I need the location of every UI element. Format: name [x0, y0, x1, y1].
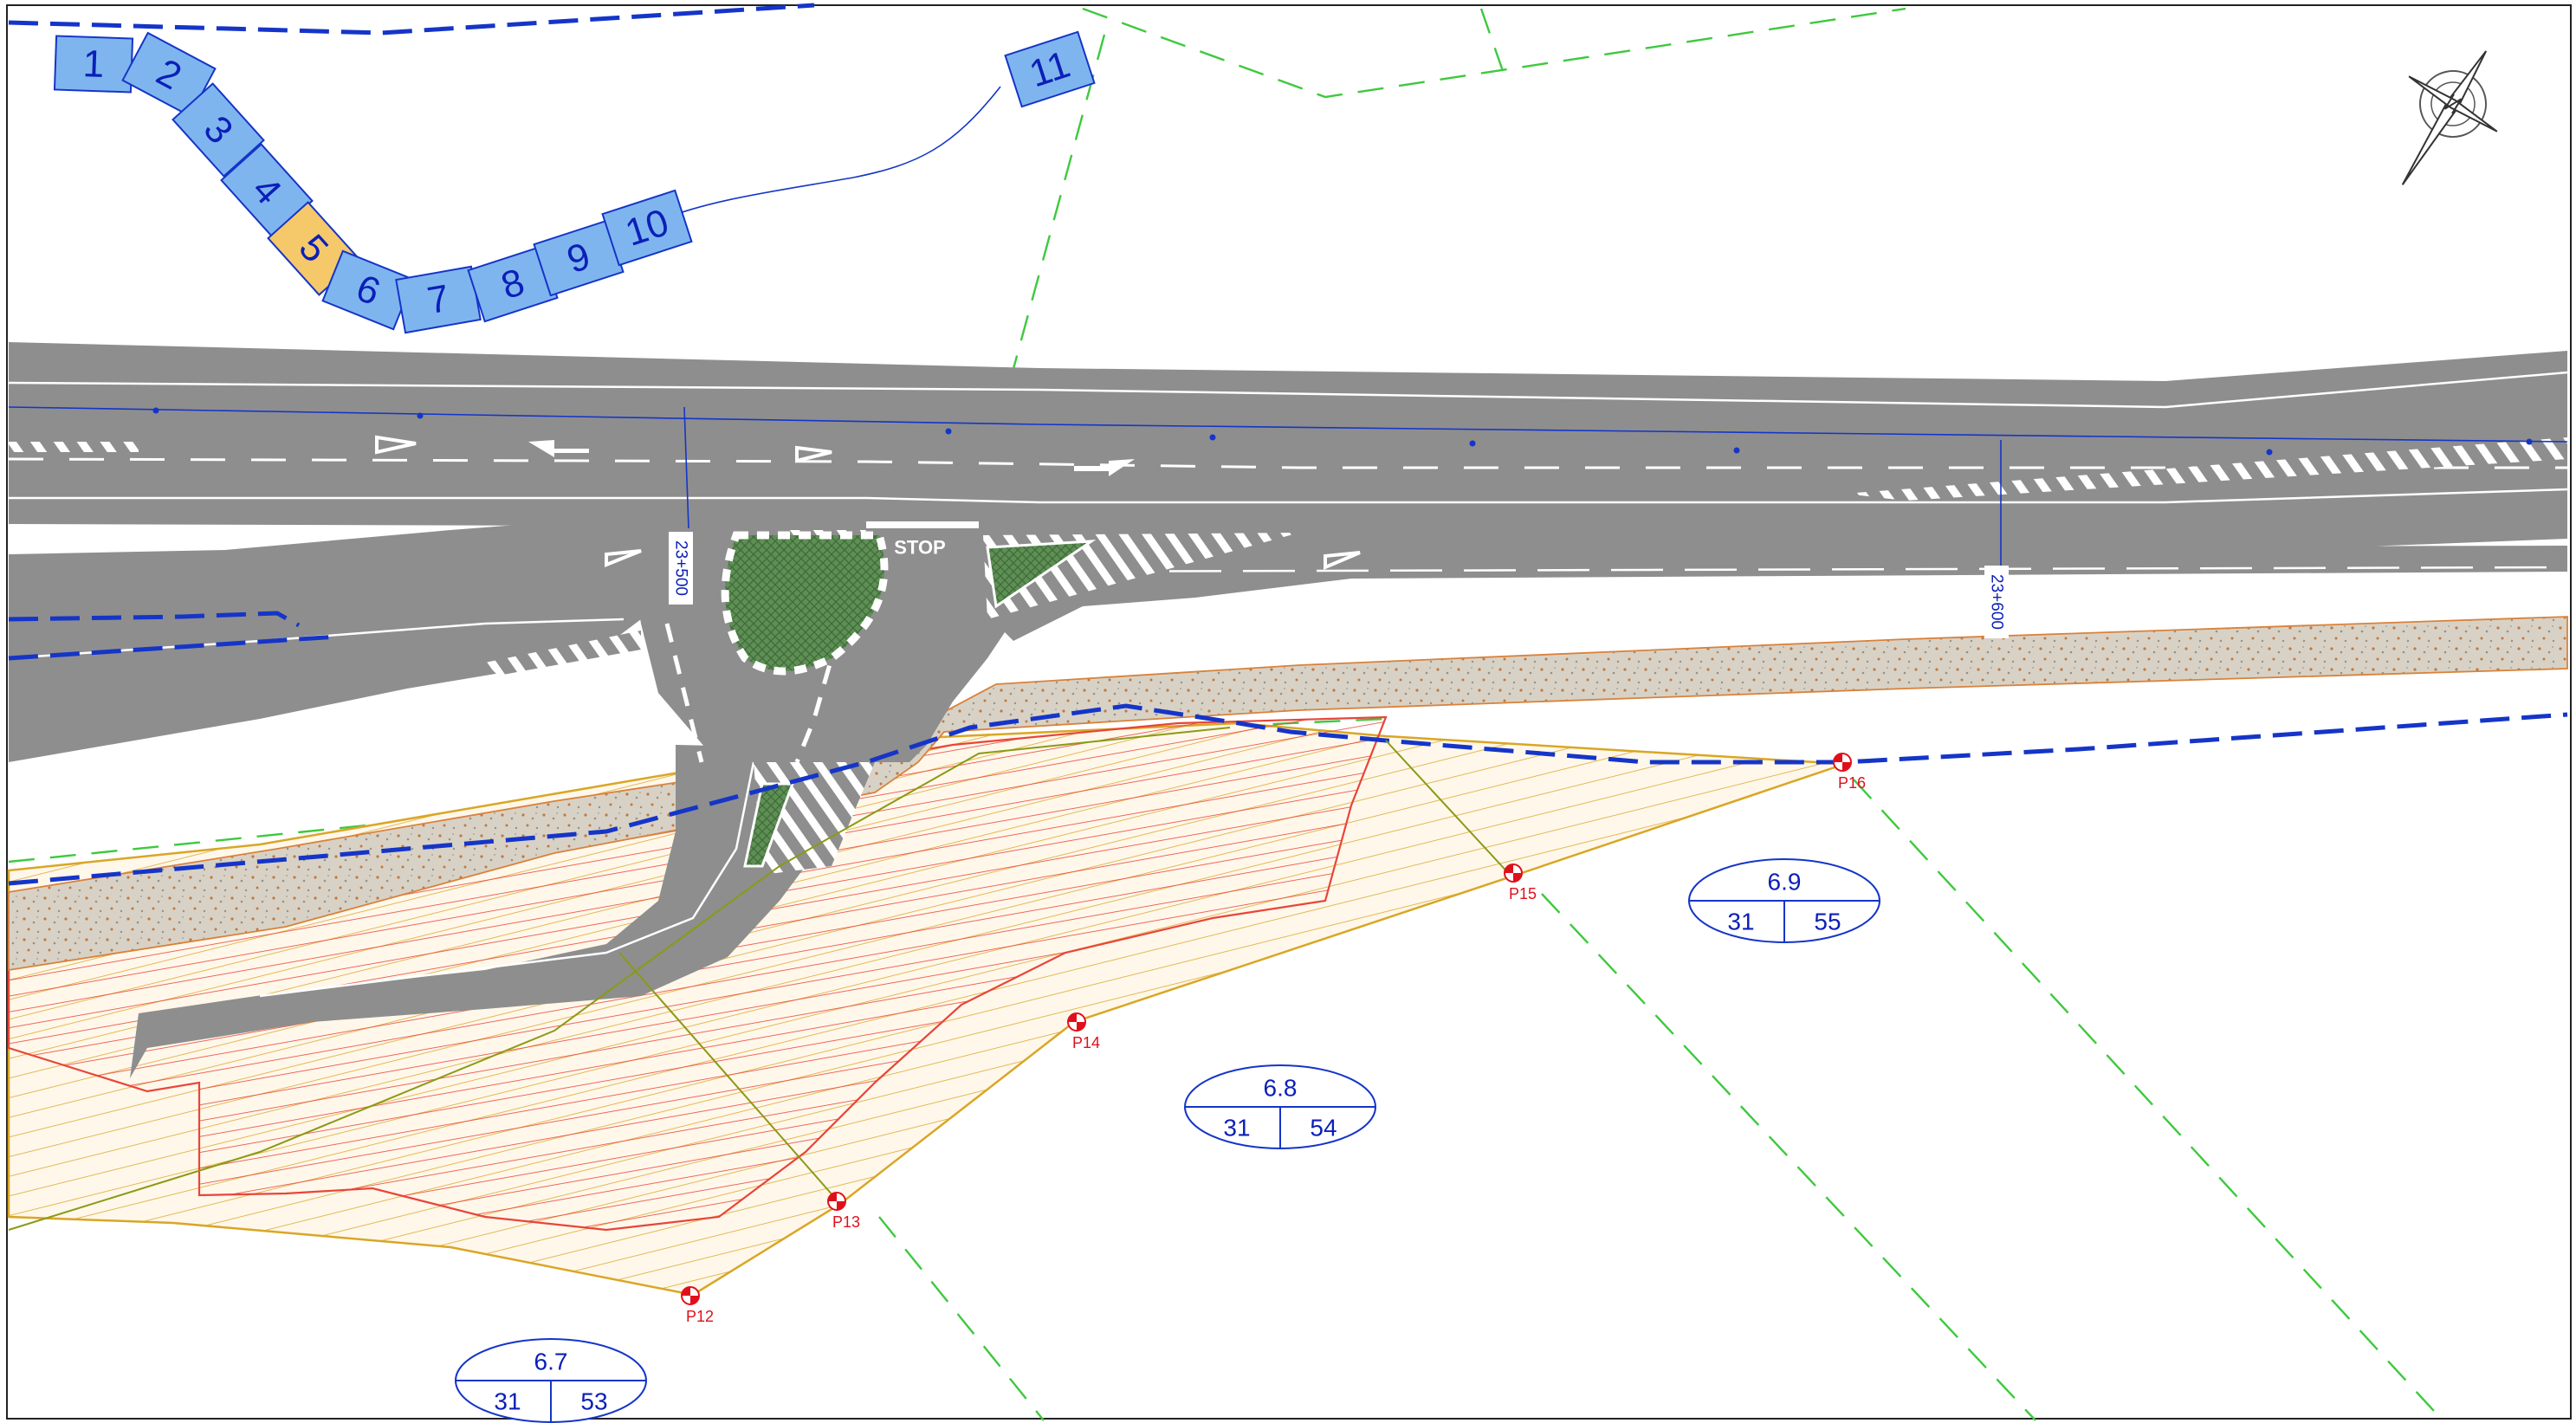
- svg-text:P12: P12: [686, 1308, 714, 1325]
- parcel-label-67[interactable]: 6.7 31 53: [455, 1338, 647, 1423]
- survey-point-p14[interactable]: P14: [1067, 1012, 1100, 1051]
- parcel-number: 6.9: [1768, 869, 1802, 896]
- sheet-tile-11[interactable]: 11: [1004, 30, 1096, 108]
- sheet-index: 1 2 3 4 5 6 7 8: [53, 30, 1096, 334]
- parcel-label-68[interactable]: 6.8 31 54: [1184, 1064, 1376, 1149]
- road-markings: [8, 371, 2568, 998]
- sheet-tile-7[interactable]: 7: [395, 265, 482, 334]
- sheet-tile-1[interactable]: 1: [53, 35, 134, 94]
- parcel-label-69[interactable]: 6.9 31 55: [1688, 858, 1880, 943]
- svg-text:P16: P16: [1838, 774, 1866, 792]
- parcel-number: 6.8: [1264, 1075, 1298, 1102]
- chainage-label-23500: 23+500: [669, 532, 693, 605]
- sheet-tile-4[interactable]: 4: [220, 143, 314, 238]
- svg-text:1: 1: [82, 42, 105, 86]
- stop-marking: STOP: [866, 521, 979, 559]
- svg-text:23+500: 23+500: [672, 540, 690, 596]
- parcel-left-code: 31: [494, 1388, 521, 1415]
- parcel-right-code: 55: [1814, 909, 1841, 935]
- alignment-centreline: [8, 406, 2568, 580]
- svg-text:23+600: 23+600: [1988, 574, 2006, 630]
- parcel-right-code: 54: [1310, 1115, 1337, 1142]
- gravel-shoulder: [8, 616, 2568, 972]
- sheet-tile-3[interactable]: 3: [172, 82, 265, 178]
- survey-point-p13[interactable]: P13: [827, 1192, 860, 1231]
- traffic-islands: [721, 531, 1097, 868]
- sheet-tile-2[interactable]: 2: [121, 31, 217, 118]
- parcel-number: 6.7: [534, 1349, 568, 1375]
- road-arrows: [375, 435, 1361, 571]
- parcel-right-code: 53: [580, 1388, 607, 1415]
- compass-rose-icon: [2401, 50, 2498, 185]
- stop-text: STOP: [894, 537, 946, 559]
- survey-point-p16[interactable]: P16: [1833, 753, 1866, 792]
- chainage-label-23600: 23+600: [1984, 566, 2009, 638]
- svg-text:P13: P13: [832, 1213, 860, 1231]
- sheet-tile-10[interactable]: 10: [601, 189, 693, 267]
- survey-point-p12[interactable]: P12: [681, 1286, 714, 1325]
- survey-point-p15[interactable]: P15: [1504, 864, 1537, 902]
- svg-text:P15: P15: [1509, 885, 1537, 902]
- survey-points: P12 P13 P14 P15 P16: [681, 753, 1866, 1325]
- svg-text:P14: P14: [1072, 1034, 1100, 1051]
- boundary-lines-road: [8, 611, 2568, 886]
- survey-traverse: [8, 727, 1512, 1231]
- sheet-tile-6[interactable]: 6: [321, 249, 415, 331]
- sheet-tile-9[interactable]: 9: [533, 219, 625, 297]
- parcel-left-code: 31: [1223, 1115, 1250, 1142]
- parcel-left-code: 31: [1727, 909, 1754, 935]
